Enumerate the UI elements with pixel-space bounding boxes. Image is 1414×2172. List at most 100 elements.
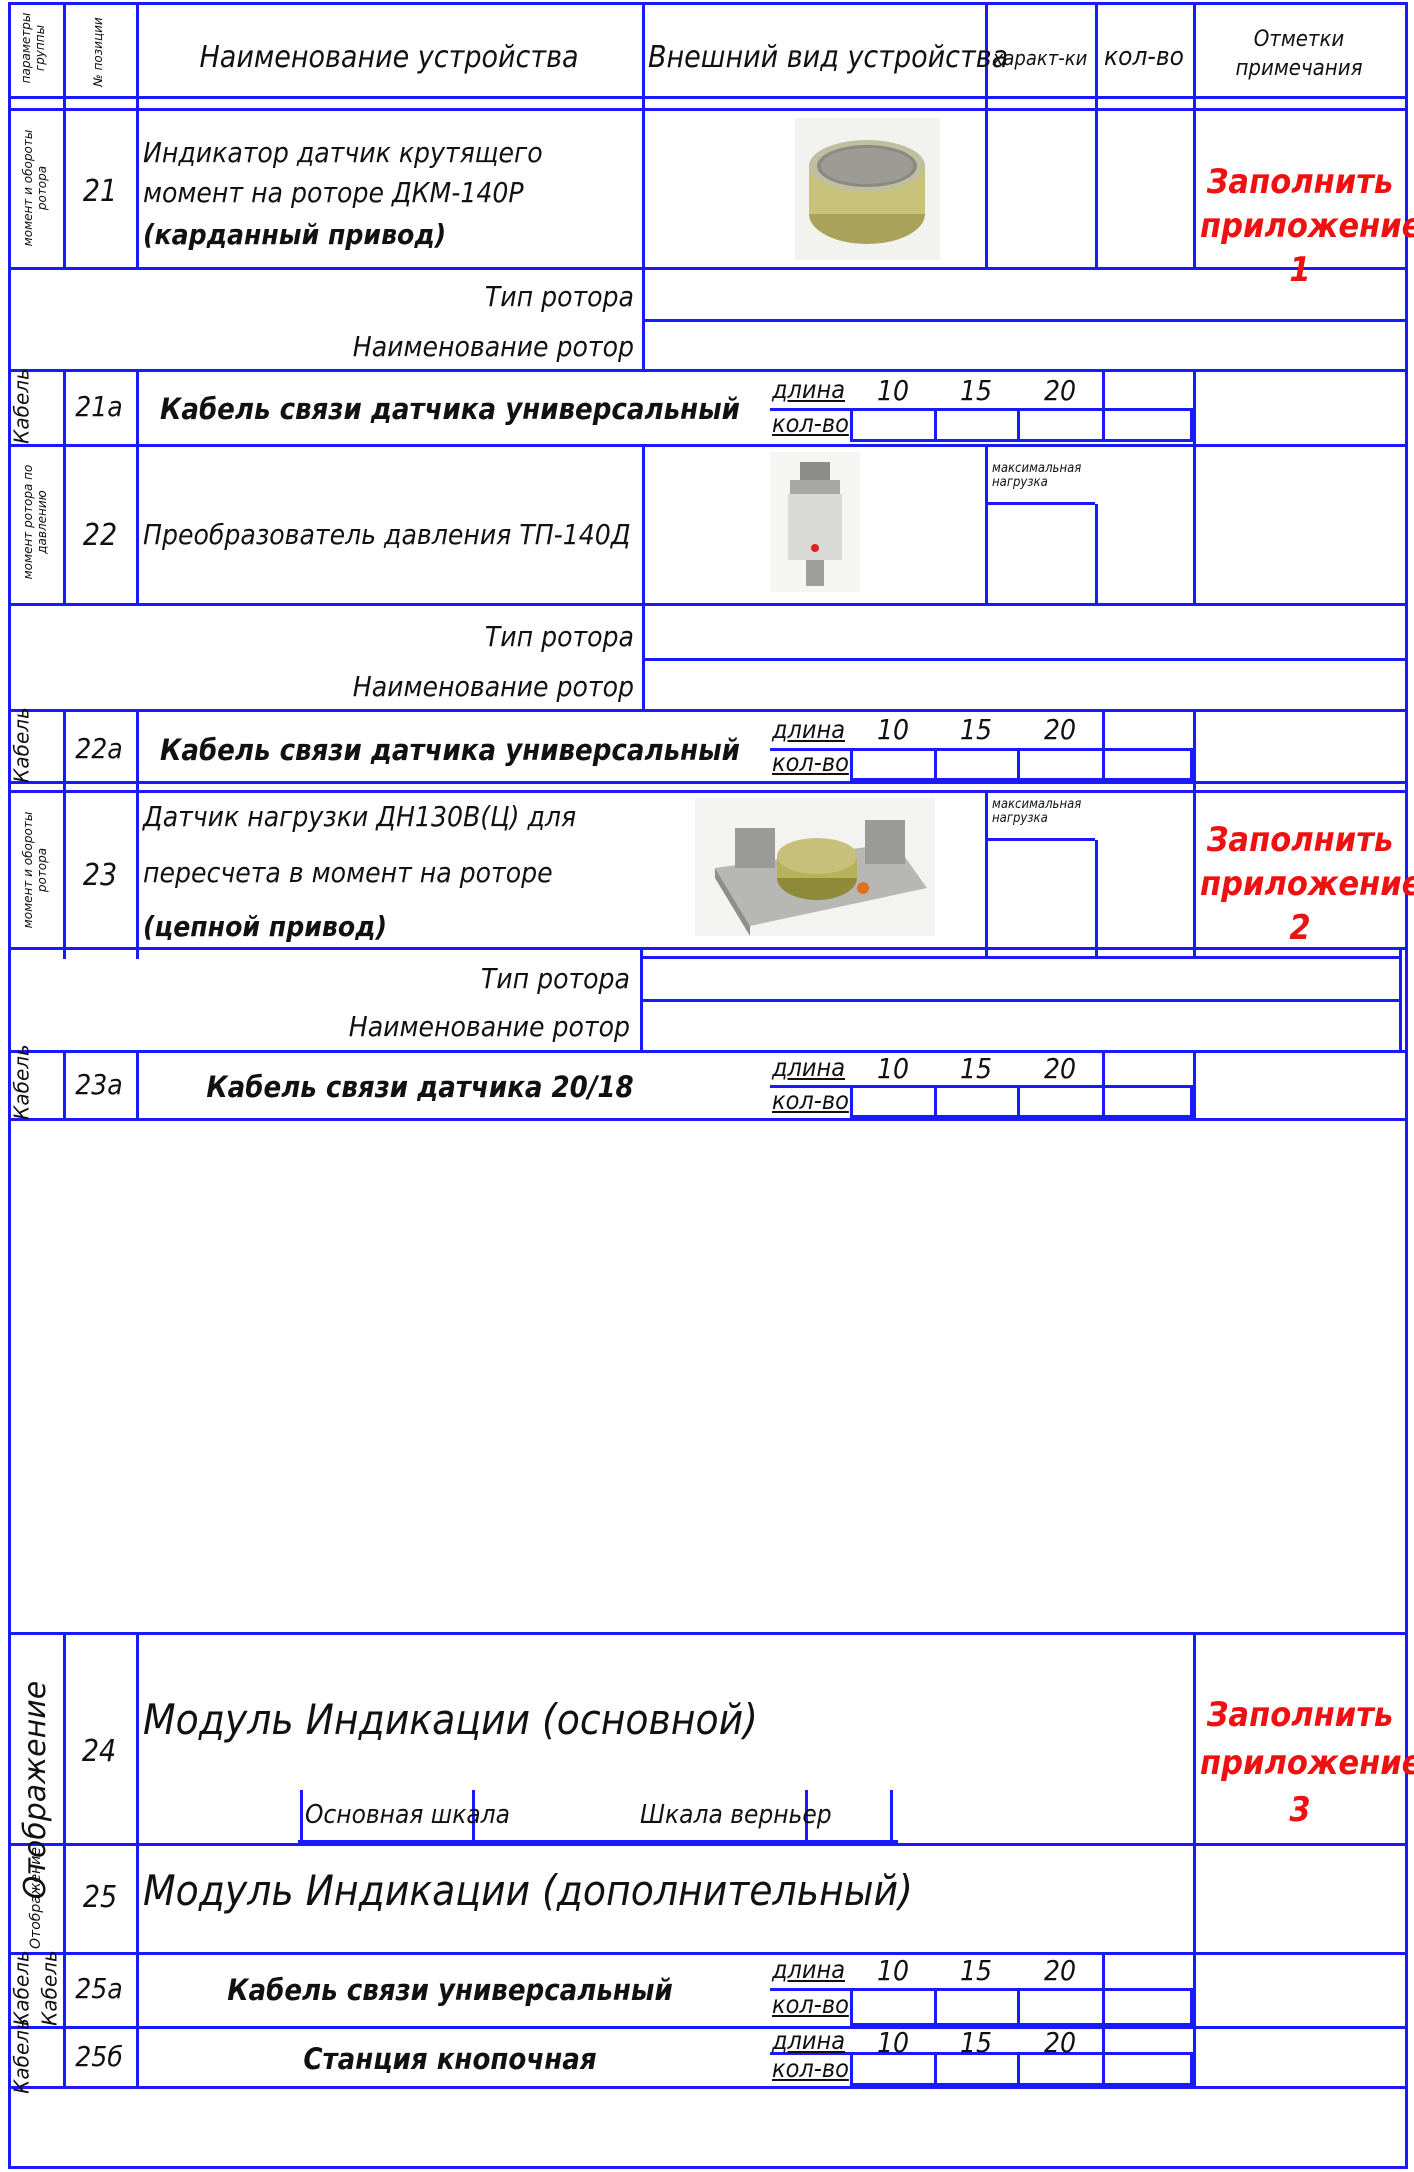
grid-line [8, 2, 11, 2169]
row-22a-qty-label: кол-во [772, 748, 849, 777]
grid-line [985, 838, 1095, 841]
grid-line [890, 1790, 893, 1843]
grid-line [8, 1632, 1408, 1635]
header-notes: Отметки примечания [1235, 27, 1363, 81]
row-23a-len-15: 15 [959, 1052, 993, 1085]
header-params-group: параметры группы [19, 12, 47, 84]
grid-line [642, 956, 1402, 959]
row-23-group: момент и обороты ротора [21, 811, 49, 929]
grid-line [8, 267, 1408, 270]
row-25-name: Модуль Индикации (дополнительный) [143, 1866, 913, 1915]
grid-line [136, 1050, 139, 1121]
grid-line [8, 444, 1408, 447]
grid-line [8, 2, 1408, 5]
grid-line [642, 319, 1408, 322]
row-25b-group: Кабель [9, 2018, 34, 2094]
grid-line [642, 603, 645, 711]
grid-line [1193, 1952, 1196, 2088]
row-23a-length-label: длина [772, 1053, 846, 1082]
row-21-name-line1: Индикатор датчик крутящего [143, 136, 543, 169]
grid-line [1193, 1050, 1196, 1121]
row-24-scale-main: Основная шкала [305, 1800, 510, 1830]
row-25a-position: 25а [75, 1972, 123, 2005]
grid-line [1193, 2, 1196, 270]
grid-line [1399, 947, 1402, 1052]
row-23a-name: Кабель связи датчика 20/18 [206, 1070, 634, 1104]
row-25b-len-15: 15 [959, 2026, 993, 2059]
header-quantity: кол-во [1104, 42, 1184, 72]
row-25a-len-10: 10 [876, 1954, 910, 1987]
pressure-transducer-image [770, 452, 860, 592]
row-23-note: Заполнить приложение 2 [1200, 820, 1414, 949]
grid-line [642, 444, 645, 604]
grid-line [298, 1840, 898, 1843]
row-21a-len-15: 15 [959, 374, 993, 407]
grid-line [1405, 2, 1408, 2169]
grid-line [642, 658, 1408, 661]
row-21a-len-10: 10 [876, 374, 910, 407]
header-position-no: № позиции [91, 17, 106, 87]
grid-line [1193, 709, 1196, 959]
row-25a-name: Кабель связи универсальный [227, 1973, 673, 2007]
grid-line [642, 267, 645, 372]
row-24-position: 24 [81, 1734, 117, 1769]
grid-line [1193, 369, 1196, 604]
grid-line [63, 1050, 66, 1121]
row-25a-qty-label: кол-во [772, 1990, 849, 2019]
grid-line [642, 999, 1402, 1002]
row-22-position: 22 [82, 518, 118, 553]
row-23-name-line3: (цепной привод) [143, 910, 388, 943]
row-21a-length-label: длина [772, 375, 846, 404]
grid-line [985, 444, 988, 604]
row-23a-len-10: 10 [876, 1052, 910, 1085]
row-24-scale-vernier: Шкала верньер [640, 1800, 832, 1830]
grid-line [8, 947, 1408, 950]
row-23-rotor-name-label: Наименование ротор [348, 1010, 630, 1043]
row-22a-len-15: 15 [959, 713, 993, 746]
grid-line [63, 369, 66, 604]
grid-line [985, 502, 1095, 505]
row-22a-len-10: 10 [876, 713, 910, 746]
row-25-group: Отображение [27, 1847, 44, 1949]
row-21a-position: 21а [75, 390, 123, 423]
row-25b-length-label: длина [772, 2026, 846, 2055]
row-22a-group: Кабель [9, 707, 34, 783]
row-22-char-label: максимальная нагрузка [992, 461, 1082, 491]
grid-line [985, 790, 988, 959]
row-22a-position: 22а [75, 732, 123, 765]
grid-line [8, 2026, 1408, 2029]
row-23-position: 23 [82, 858, 118, 893]
grid-line [1095, 840, 1098, 959]
row-23a-len-20: 20 [1043, 1052, 1077, 1085]
row-23a-position: 23а [75, 1068, 123, 1101]
row-21-note: Заполнить приложение 1 [1200, 162, 1414, 291]
grid-line [8, 2086, 1408, 2089]
row-21-name-line3: (карданный привод) [143, 218, 447, 251]
grid-line [8, 709, 1408, 712]
grid-line [1095, 2, 1098, 270]
grid-line [8, 1843, 1408, 1846]
row-21a-group: Кабель [9, 368, 34, 444]
row-25a-group-2: Кабель [37, 1950, 62, 2026]
grid-line [8, 781, 1408, 784]
torque-sensor-image [795, 118, 940, 260]
row-25b-len-20: 20 [1043, 2026, 1077, 2059]
grid-line [8, 96, 1408, 99]
grid-line [300, 1790, 303, 1843]
grid-line [1193, 1632, 1196, 1953]
grid-line [63, 709, 66, 959]
row-21-rotor-name-label: Наименование ротор [352, 330, 634, 363]
grid-line [805, 1790, 808, 1843]
row-22a-length-label: длина [772, 715, 846, 744]
grid-line [640, 947, 643, 1052]
row-21a-qty-label: кол-во [772, 409, 849, 438]
row-25b-position: 25б [75, 2040, 123, 2073]
grid-line [8, 1118, 1408, 1121]
row-21-group: момент и обороты ротора [21, 129, 49, 247]
row-23-name-line1: Датчик нагрузки ДН130В(Ц) для [143, 800, 577, 833]
grid-line [8, 603, 1408, 606]
row-22-rotor-type-label: Тип ротора [484, 620, 634, 653]
grid-line [8, 108, 1408, 111]
row-21-position: 21 [82, 174, 118, 209]
row-25-position: 25 [82, 1880, 118, 1915]
